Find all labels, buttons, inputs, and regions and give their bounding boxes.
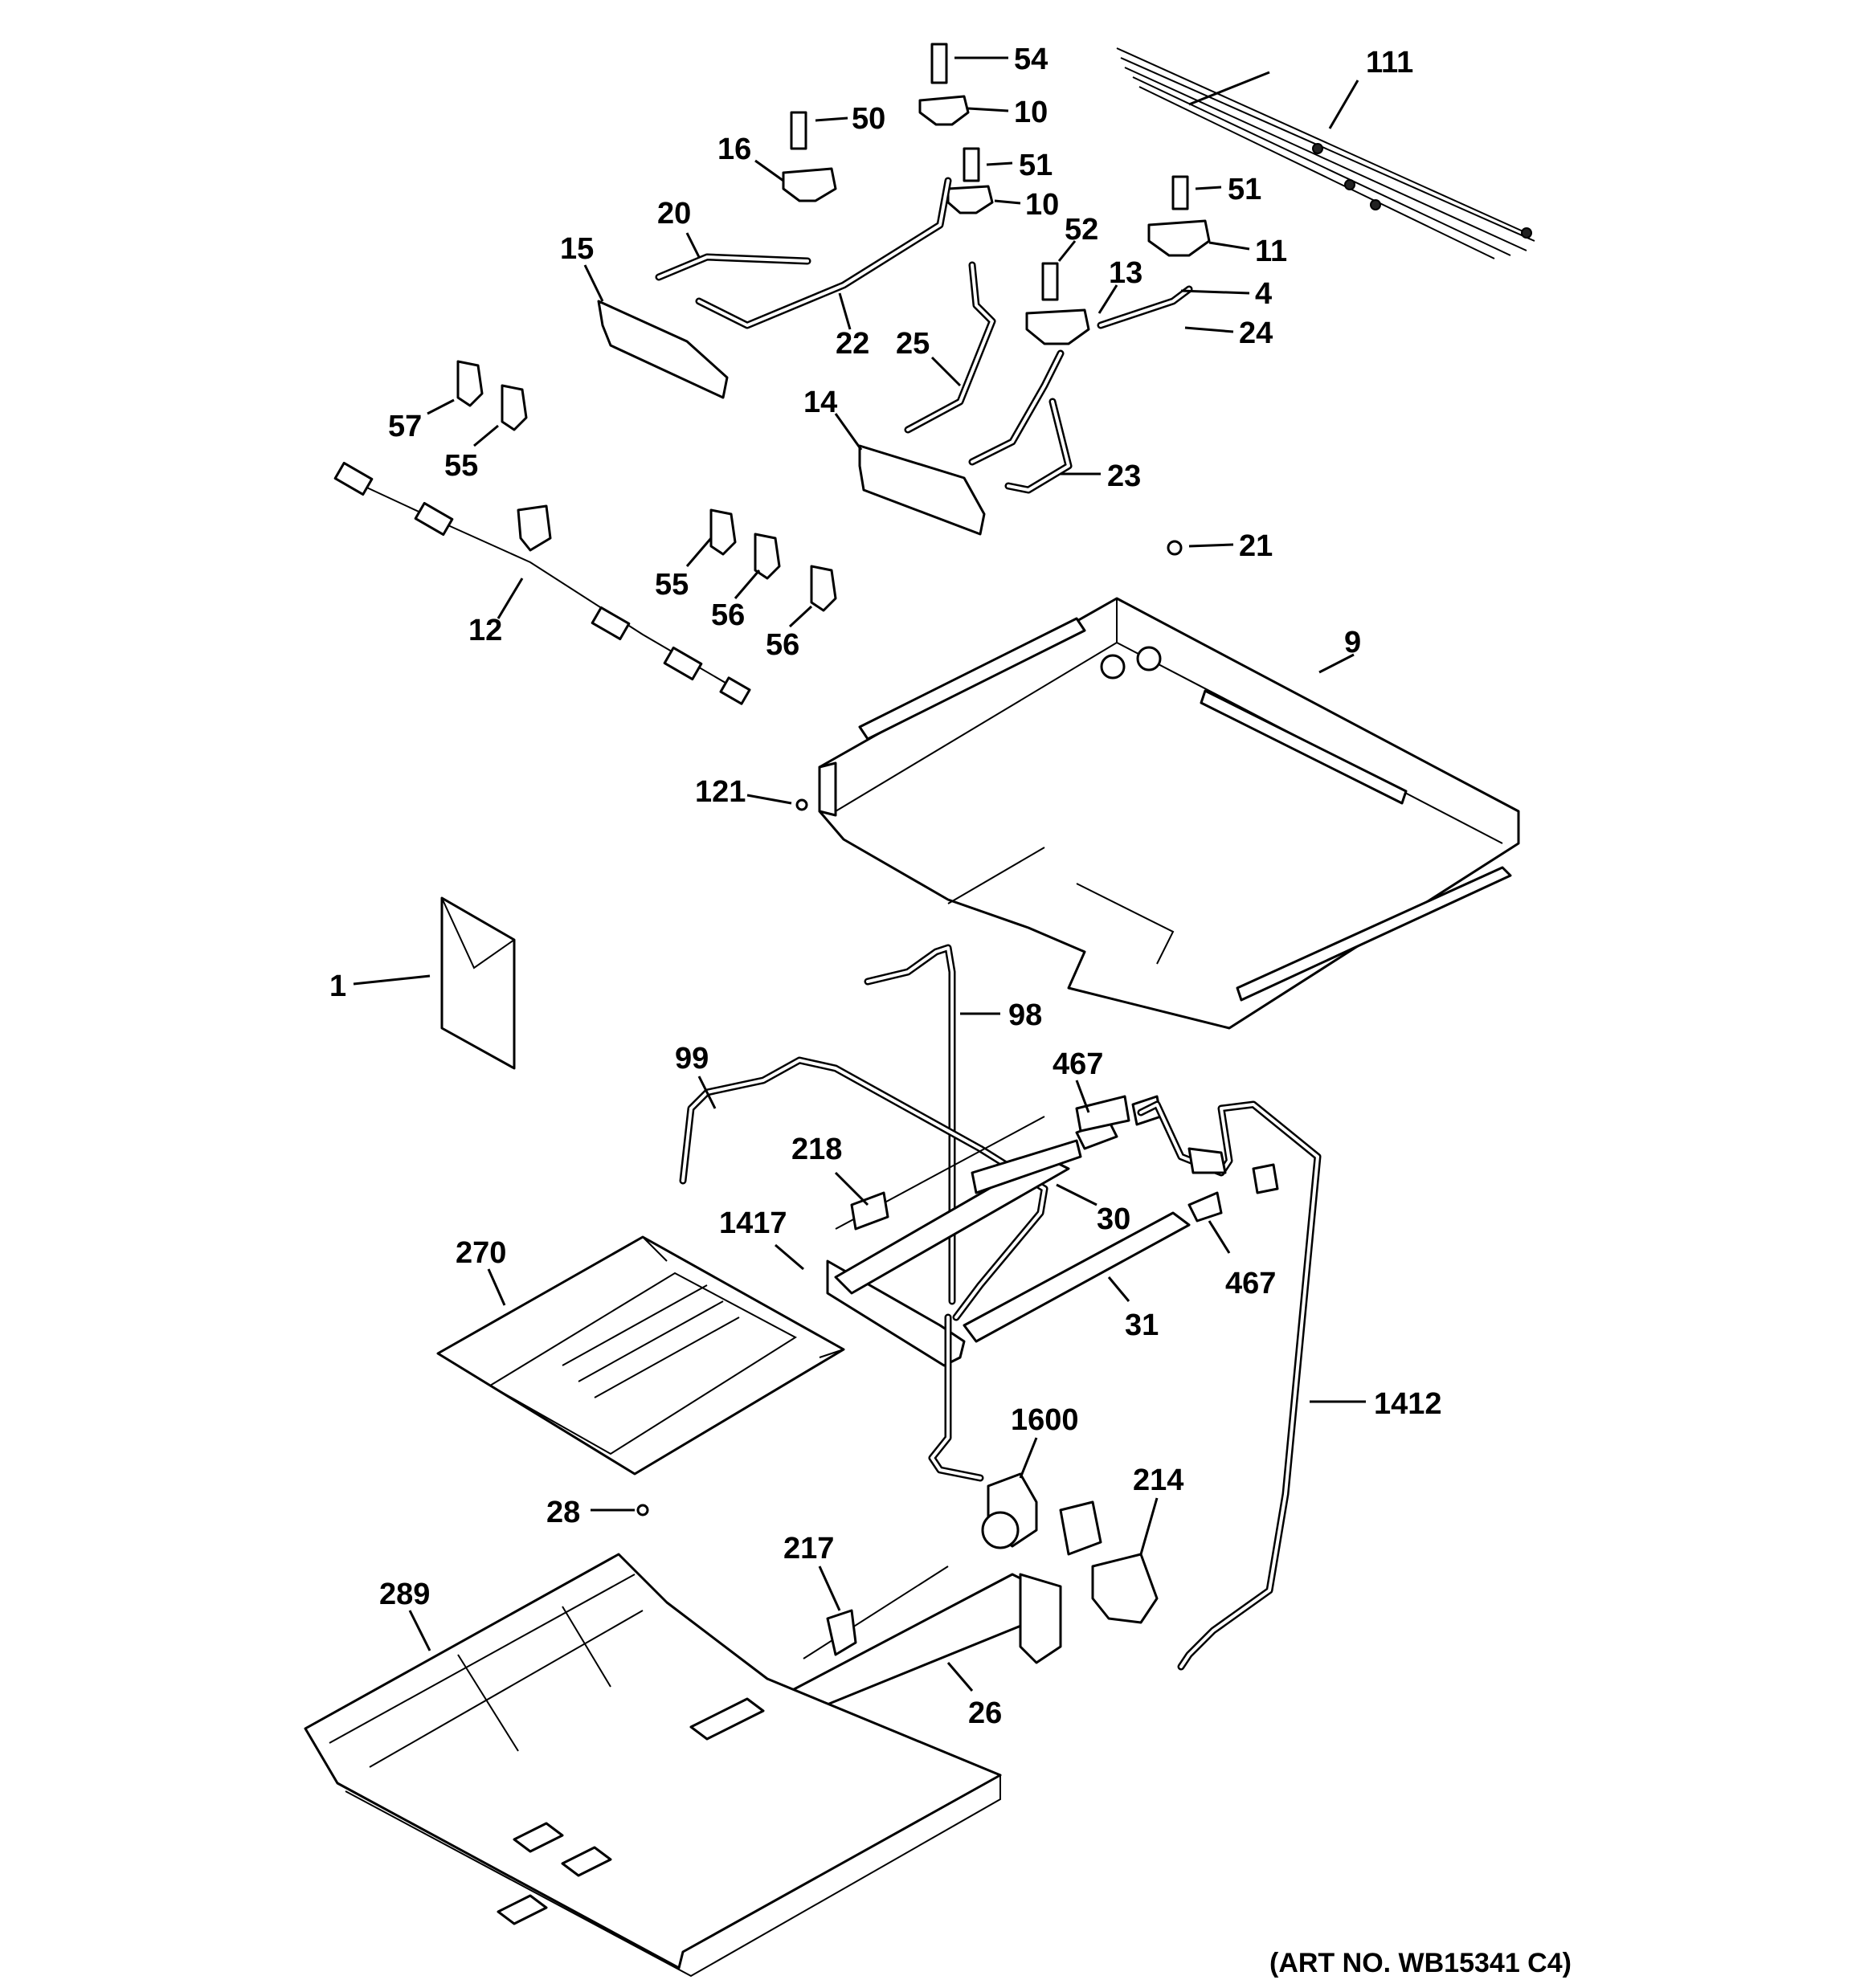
- callout-54: 54: [1014, 43, 1048, 76]
- callout-28: 28: [546, 1496, 580, 1529]
- bottom-panel-289: [304, 1553, 1002, 1978]
- callout-1412: 1412: [1374, 1387, 1442, 1421]
- burner-box-9: [818, 597, 1520, 1030]
- callout-56: 56: [711, 598, 745, 632]
- callout-21: 21: [1239, 529, 1273, 563]
- callout-98: 98: [1008, 998, 1042, 1032]
- callout-24: 24: [1239, 316, 1273, 350]
- callout-51: 51: [1228, 173, 1261, 206]
- callout-1417: 1417: [719, 1206, 787, 1240]
- callout-4: 4: [1255, 277, 1272, 311]
- callout-467: 467: [1225, 1267, 1276, 1300]
- callout-12: 12: [468, 614, 502, 647]
- callout-57: 57: [388, 410, 422, 443]
- callout-23: 23: [1107, 459, 1141, 493]
- screw-121: [795, 798, 808, 811]
- callout-9: 9: [1344, 626, 1361, 659]
- leader-lines: [353, 56, 1366, 1692]
- wire-harness-111: [1116, 47, 1535, 259]
- callout-13: 13: [1109, 256, 1142, 290]
- manifold-assembly: [679, 1056, 1191, 1367]
- callout-14: 14: [803, 386, 837, 419]
- callout-16: 16: [717, 133, 751, 166]
- screw-28: [636, 1504, 649, 1517]
- igniter-switches: [456, 360, 837, 612]
- callout-289: 289: [379, 1578, 430, 1611]
- callout-labels: 54 111 10 50 16 51 10 51 20 15 52 11 13 …: [329, 43, 1442, 1730]
- callout-10: 10: [1014, 96, 1048, 129]
- callout-51: 51: [1019, 149, 1053, 182]
- callout-99: 99: [675, 1042, 709, 1076]
- callout-11: 11: [1255, 235, 1287, 268]
- callout-31: 31: [1125, 1308, 1159, 1342]
- callout-22: 22: [836, 327, 869, 361]
- gas-tube-1412: [1137, 1100, 1322, 1671]
- callout-15: 15: [560, 232, 594, 266]
- igniter-harness-12: [333, 461, 751, 705]
- valve-217-and-tube-26: [782, 1565, 1062, 1712]
- brackets-15-14: [597, 300, 986, 536]
- callout-467: 467: [1053, 1047, 1103, 1081]
- callout-217: 217: [783, 1532, 834, 1565]
- screw-21: [1167, 540, 1183, 556]
- valve-214: [1059, 1500, 1159, 1624]
- callout-50: 50: [852, 102, 885, 136]
- burner-assembly-top: [782, 43, 1211, 345]
- regulator-1600: [928, 1313, 1038, 1549]
- callout-1600: 1600: [1011, 1403, 1079, 1437]
- callout-111: 111: [1366, 46, 1413, 80]
- callout-121: 121: [695, 775, 746, 809]
- callout-52: 52: [1065, 213, 1098, 247]
- callout-55: 55: [444, 449, 478, 483]
- callout-56: 56: [766, 628, 799, 662]
- art-number: (ART NO. WB15341 C4): [1269, 1948, 1572, 1978]
- callout-1: 1: [329, 970, 346, 1003]
- callout-20: 20: [657, 197, 691, 231]
- callout-218: 218: [791, 1133, 842, 1166]
- callout-214: 214: [1133, 1463, 1183, 1497]
- callout-30: 30: [1097, 1202, 1130, 1236]
- heat-shield-270: [436, 1235, 845, 1476]
- callout-270: 270: [456, 1236, 506, 1270]
- gas-tube-98: [864, 944, 956, 1305]
- callout-55: 55: [655, 568, 689, 602]
- callout-25: 25: [896, 327, 930, 361]
- manual-1: [440, 896, 516, 1070]
- callout-26: 26: [968, 1696, 1002, 1730]
- gas-tubes-upper: [655, 177, 1193, 494]
- callout-10: 10: [1025, 188, 1059, 222]
